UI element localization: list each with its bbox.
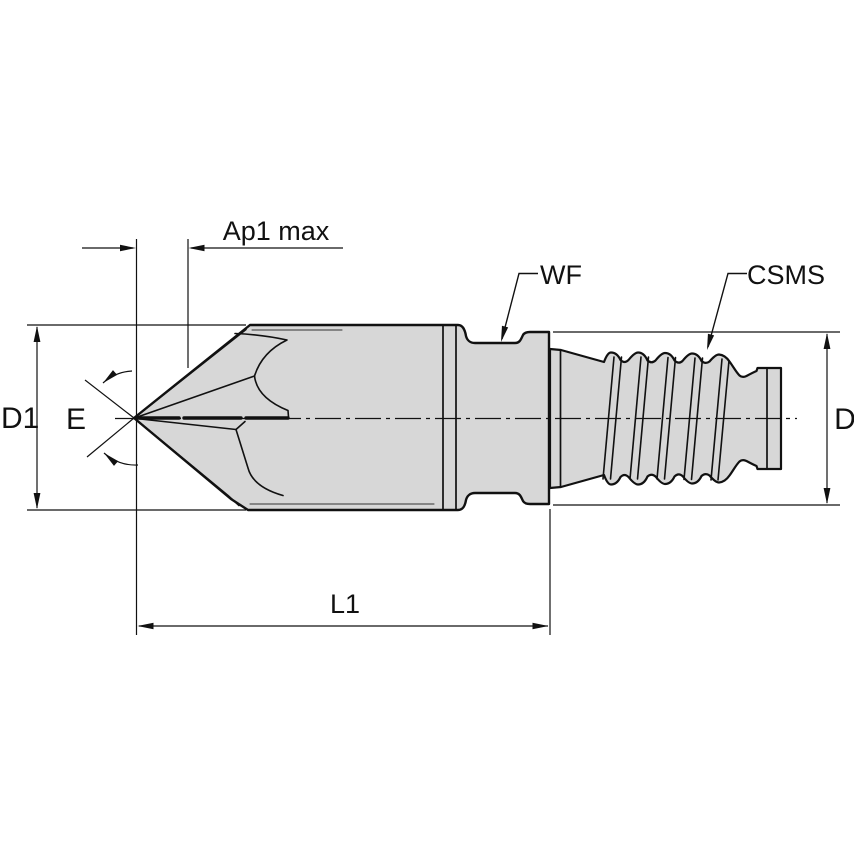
label-csms: CSMS bbox=[747, 260, 825, 290]
dim-e-angle bbox=[84, 370, 139, 466]
dim-d1 bbox=[27, 324, 246, 511]
tip-flute-lines bbox=[135, 328, 290, 507]
label-d: D bbox=[834, 403, 854, 436]
dimension-graphics bbox=[27, 239, 840, 635]
dim-d bbox=[553, 331, 840, 506]
label-wf: WF bbox=[540, 260, 582, 290]
tool-body-group bbox=[132, 323, 783, 512]
flute-margin-lines bbox=[249, 329, 435, 505]
label-d1: D1 bbox=[1, 402, 39, 435]
thread-outline bbox=[548, 347, 783, 490]
tool-body-outline bbox=[132, 323, 551, 512]
leader-csms bbox=[707, 272, 747, 350]
label-l1: L1 bbox=[330, 589, 360, 619]
label-ap1-max: Ap1 max bbox=[223, 216, 330, 246]
label-e: E bbox=[66, 403, 86, 436]
dim-ap1 bbox=[82, 239, 343, 635]
dim-l1 bbox=[137, 509, 551, 635]
leader-wf bbox=[501, 272, 538, 342]
